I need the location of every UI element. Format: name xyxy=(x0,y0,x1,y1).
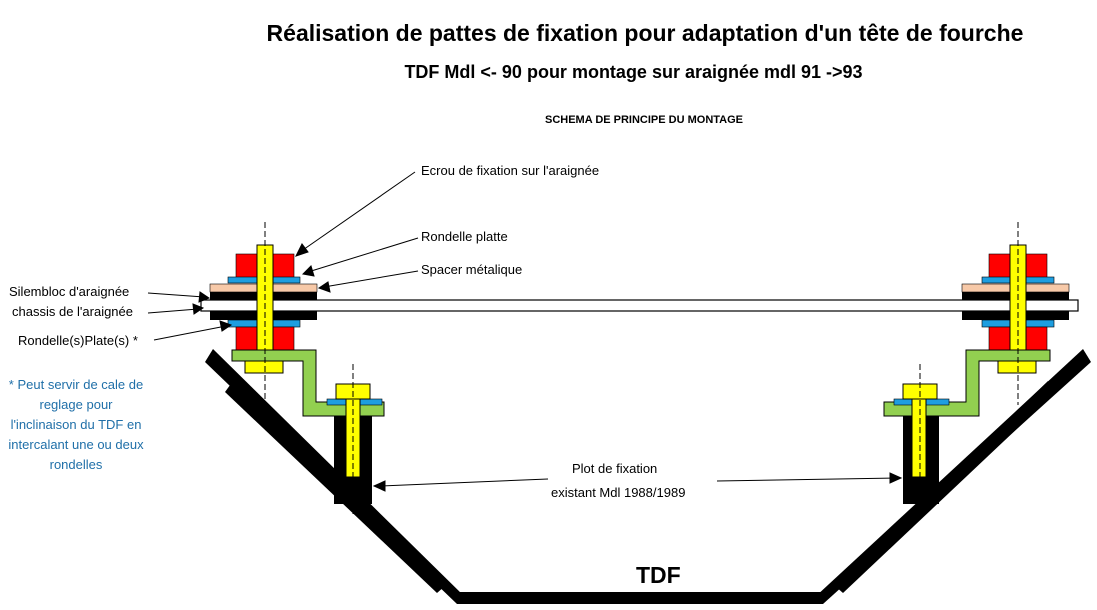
label-rondelles-plates: Rondelle(s)Plate(s) * xyxy=(18,333,138,348)
label-plot-line1: Plot de fixation xyxy=(572,461,658,476)
diagram-title: Réalisation de pattes de fixation pour a… xyxy=(266,20,1024,46)
label-plot-line2: existant Mdl 1988/1989 xyxy=(551,485,686,500)
note-line-1: Peut servir de cale de xyxy=(17,377,144,392)
label-silembloc: Silembloc d'araignée xyxy=(9,284,130,299)
note-line-4: intercalant une ou deux xyxy=(8,437,144,452)
note-line-3: l'inclinaison du TDF en xyxy=(10,417,142,432)
diagram-subtitle: TDF Mdl <- 90 pour montage sur araignée … xyxy=(404,62,863,82)
label-rondelle-platte: Rondelle platte xyxy=(421,229,508,244)
chassis-bar xyxy=(200,299,1079,312)
note-asterisk: * xyxy=(8,377,18,392)
note-line-5: rondelles xyxy=(49,457,103,472)
adjustment-note: * Peut servir de cale de reglage pour l'… xyxy=(0,375,152,475)
label-ecrou: Ecrou de fixation sur l'araignée xyxy=(421,163,600,178)
left-mount xyxy=(209,222,385,515)
tdf-label: TDF xyxy=(636,562,681,588)
note-line-2: reglage pour xyxy=(39,397,113,412)
label-spacer: Spacer métalique xyxy=(421,262,523,277)
label-chassis: chassis de l'araignée xyxy=(12,304,133,319)
schema-title: SCHEMA DE PRINCIPE DU MONTAGE xyxy=(545,114,744,126)
leader-arrows xyxy=(147,171,903,492)
right-mount xyxy=(883,222,1070,515)
